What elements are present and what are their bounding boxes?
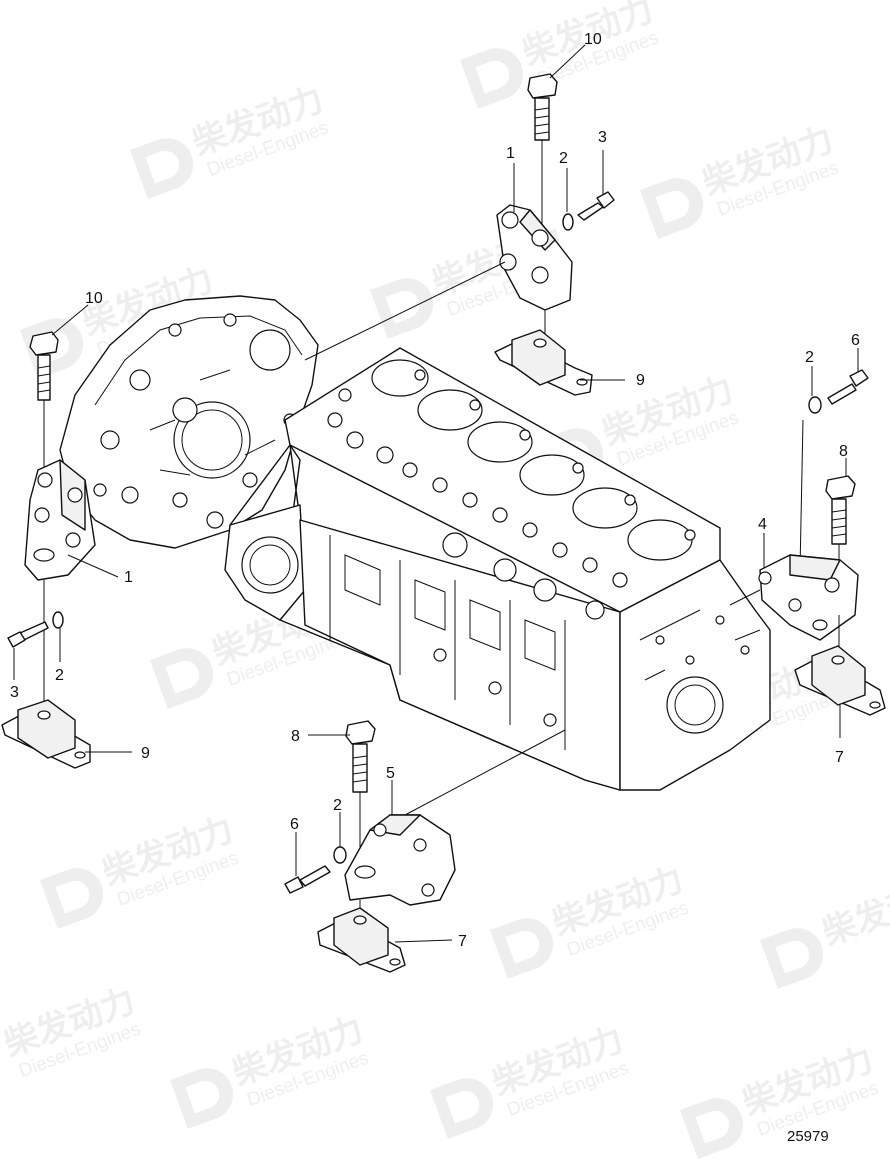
callout-7-bottom: 7 — [458, 933, 467, 950]
bolt-6-bottom — [284, 865, 331, 894]
watermark-logo-icon — [40, 868, 104, 929]
rubber-mount-7-bottom — [317, 907, 406, 973]
washer-2-right — [808, 396, 822, 414]
callout-3-left: 3 — [10, 684, 19, 701]
bolt-6-right — [827, 369, 869, 405]
watermark-14: 柴发动力 Diesel-Engines — [430, 1019, 632, 1139]
bolt-8-right — [825, 475, 856, 545]
watermark-logo-icon — [680, 1098, 744, 1159]
callout-2-left: 2 — [55, 667, 64, 684]
callout-2-top: 2 — [559, 150, 568, 167]
figure-number: 25979 — [787, 1128, 829, 1145]
bottom-mount-group — [284, 720, 566, 973]
watermark-logo-icon — [430, 1078, 494, 1139]
callout-3-top: 3 — [598, 129, 607, 146]
right-mount-group — [729, 369, 886, 716]
watermark-logo-icon — [460, 48, 524, 109]
callout-9-left: 9 — [141, 745, 150, 762]
rubber-mount-9-top — [494, 329, 593, 396]
core-plugs — [433, 532, 605, 727]
bracket-1-top — [496, 204, 573, 311]
watermark-cn: 柴发动力 — [817, 869, 890, 953]
watermark-15: 柴发动力 Diesel-Engines — [680, 1039, 882, 1159]
engine-block — [224, 347, 771, 791]
watermark-logo-icon — [130, 138, 194, 199]
bolt-3-left — [7, 621, 49, 648]
callout-10-left: 10 — [85, 290, 103, 307]
watermark-12: 柴发动力 Diesel-Engines — [0, 981, 143, 1083]
watermark-logo-icon — [170, 1068, 234, 1129]
callout-4-right: 4 — [758, 516, 767, 533]
callouts: 10 1 2 3 9 10 1 3 2 9 2 6 8 4 7 8 5 — [10, 31, 860, 950]
bolt-10-left — [29, 331, 59, 401]
watermark-logo-icon — [150, 648, 214, 709]
watermark-13: 柴发动力 Diesel-Engines — [170, 1009, 372, 1129]
watermark-logo-icon — [490, 918, 554, 979]
callout-2-bottom: 2 — [333, 797, 342, 814]
watermark-10: 柴发动力 Diesel-Engines — [490, 859, 692, 979]
callout-6-bottom: 6 — [290, 816, 299, 833]
callout-5-bottom: 5 — [386, 765, 395, 782]
callout-8-right: 8 — [839, 443, 848, 460]
callout-8-bottom: 8 — [291, 728, 300, 745]
callout-9-top: 9 — [636, 372, 645, 389]
bracket-1-left — [24, 459, 96, 581]
watermark-1: 柴发动力 Diesel-Engines — [130, 79, 332, 199]
top-mount-group — [304, 73, 615, 396]
rubber-mount-9-left — [1, 699, 91, 769]
callout-1-top: 1 — [506, 145, 515, 162]
bracket-4-right — [758, 554, 859, 641]
watermark-logo-icon — [640, 178, 704, 239]
watermark-logo-icon — [20, 318, 84, 379]
bolt-3-top — [577, 191, 615, 221]
watermark-logo-icon — [760, 928, 824, 989]
washer-2-left — [52, 611, 64, 629]
washer-2-top — [562, 213, 574, 231]
watermark-2: 柴发动力 Diesel-Engines — [460, 0, 662, 109]
callout-2-right: 2 — [805, 349, 814, 366]
watermark-3: 柴发动力 Diesel-Engines — [640, 119, 842, 239]
rubber-mount-7-right — [794, 645, 886, 716]
left-mount-group — [1, 331, 96, 769]
washer-2-bottom — [333, 846, 347, 864]
callout-6-right: 6 — [851, 332, 860, 349]
head-bolt-holes — [327, 369, 696, 588]
watermark-9: 柴发动力 Diesel-Engines — [40, 809, 242, 929]
watermark-logo-icon — [370, 278, 434, 339]
callout-7-right: 7 — [835, 749, 844, 766]
watermark-11: 柴发动力 — [760, 869, 890, 989]
bolt-10-top — [527, 73, 558, 141]
bracket-5-bottom — [344, 814, 456, 906]
callout-10-top: 10 — [584, 31, 602, 48]
bolt-8-bottom — [345, 720, 376, 793]
callout-1-left: 1 — [124, 569, 133, 586]
